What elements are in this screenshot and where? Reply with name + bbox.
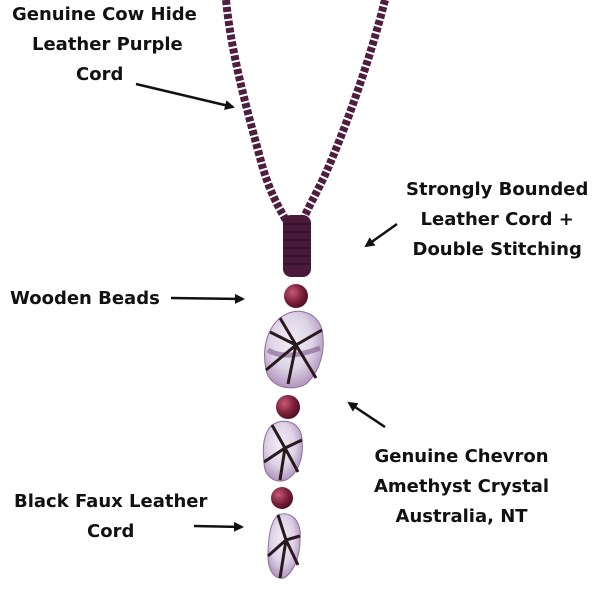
arrow-cow-hide xyxy=(135,82,235,111)
arrow-bounded xyxy=(364,222,398,248)
wooden-bead xyxy=(276,395,300,419)
label-line: Leather Purple xyxy=(32,34,183,55)
label-line: Double Stitching xyxy=(412,239,582,260)
label-wooden-beads: Wooden Beads xyxy=(10,284,160,314)
amethyst-crystal xyxy=(262,420,303,482)
label-bounded-cord: Strongly Bounded Leather Cord + Double S… xyxy=(406,175,588,265)
arrow-amethyst xyxy=(347,401,386,429)
label-line: Strongly Bounded xyxy=(406,179,589,200)
label-line: Amethyst Crystal xyxy=(374,476,550,497)
label-line: Genuine Chevron xyxy=(374,446,549,467)
right-cord xyxy=(296,0,389,230)
label-line: Wooden Beads xyxy=(10,288,160,309)
cord-binding xyxy=(283,215,311,277)
label-line: Black Faux Leather xyxy=(14,491,208,512)
amethyst-crystal xyxy=(264,310,324,389)
label-line: Genuine Cow Hide xyxy=(12,4,197,25)
left-cord xyxy=(222,0,294,230)
label-line: Leather Cord + xyxy=(420,209,574,230)
label-line: Australia, NT xyxy=(395,506,528,527)
amethyst-crystal xyxy=(267,513,301,579)
arrow-faux-leather xyxy=(193,521,244,532)
arrow-wooden-beads xyxy=(170,293,245,304)
label-line: Cord xyxy=(87,521,135,542)
wooden-bead xyxy=(284,284,308,308)
label-amethyst-crystal: Genuine Chevron Amethyst Crystal Austral… xyxy=(374,442,549,532)
label-line: Cord xyxy=(76,64,124,85)
label-cow-hide-cord: Genuine Cow Hide Leather Purple Cord xyxy=(12,0,197,90)
wooden-bead xyxy=(271,487,293,509)
label-faux-leather-cord: Black Faux Leather Cord xyxy=(14,487,207,547)
